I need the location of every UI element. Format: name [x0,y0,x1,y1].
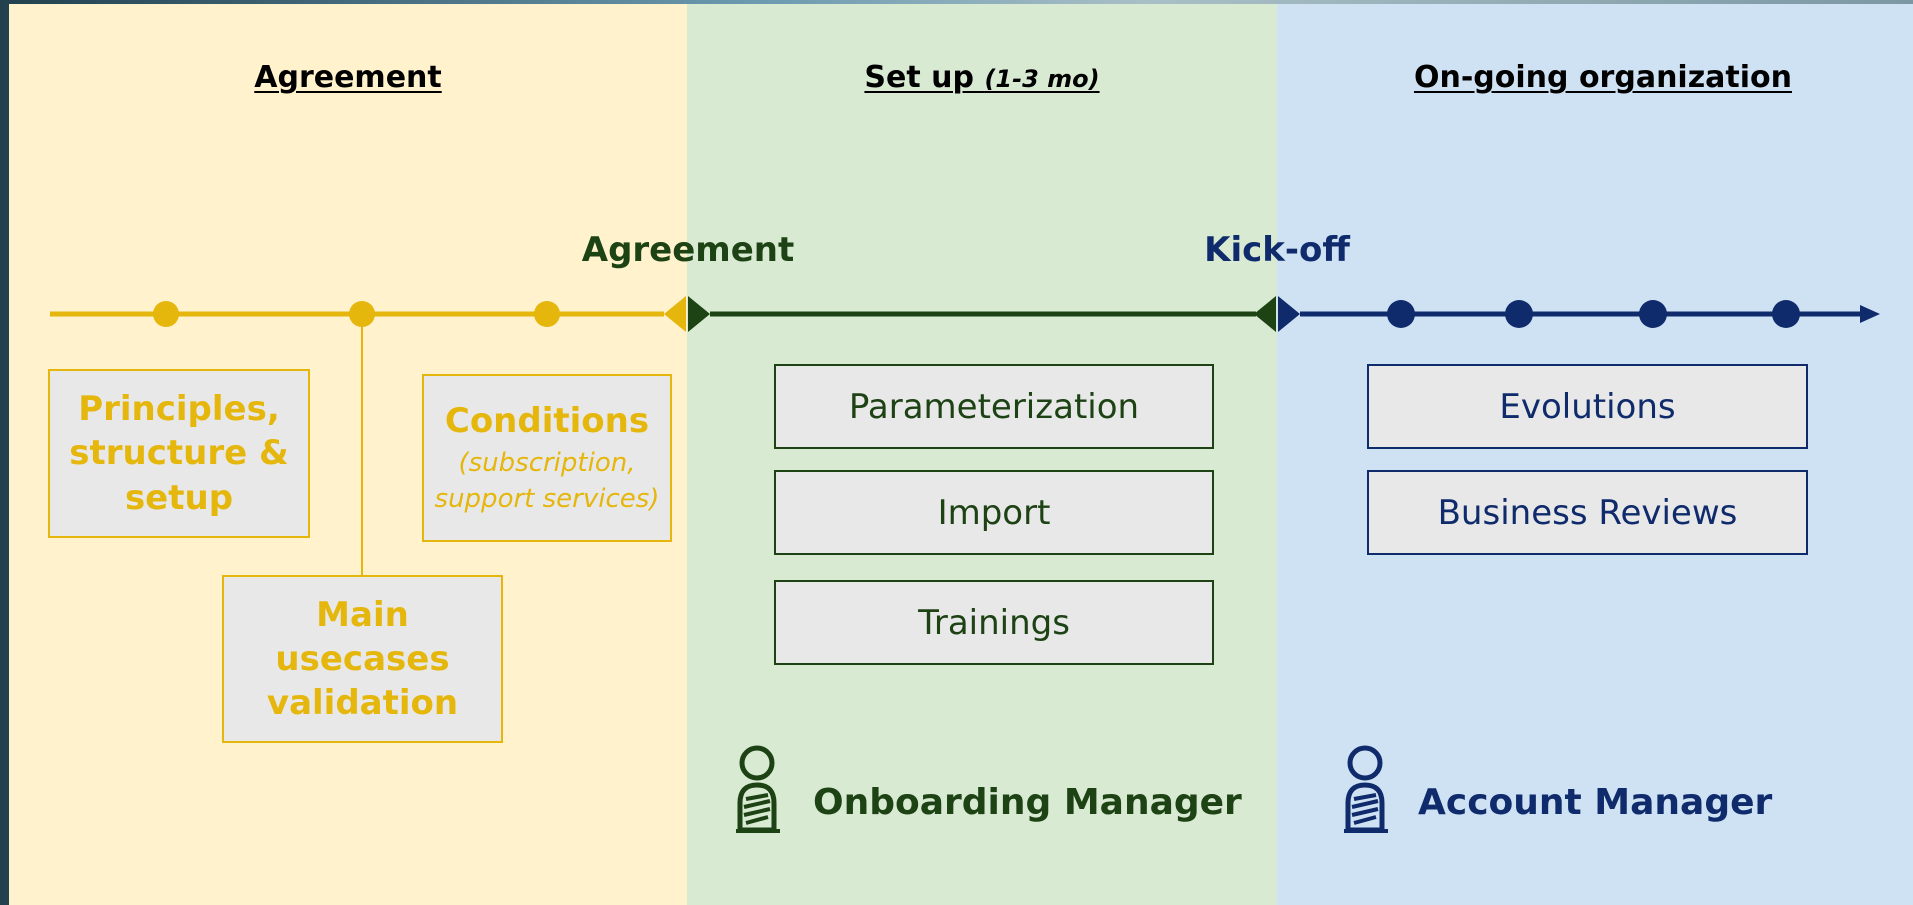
account-manager-label: Account Manager [1418,782,1773,823]
conditions-note-line: (subscription, [458,447,636,478]
milestone-diamond-icon [1254,296,1276,332]
person-icon [736,745,780,833]
conditions-box-text: Conditions (subscription, support servic… [435,399,660,518]
conditions-note-line: support services) [434,484,660,515]
trainings-box: Trainings [774,580,1214,665]
milestone-diamond-icon [664,296,686,332]
parameterization-box: Parameterization [774,364,1214,449]
evolutions-box: Evolutions [1367,364,1808,449]
principles-structure-setup-box: Principles, structure & setup [48,369,310,538]
conditions-box: Conditions (subscription, support servic… [422,374,672,542]
milestone-diamond-icon [688,296,710,332]
onboarding-manager-label: Onboarding Manager [813,782,1242,823]
kickoff-milestone-label: Kick-off [1204,230,1350,270]
business-reviews-box: Business Reviews [1367,470,1808,555]
timeline-dot [1387,300,1415,328]
principles-line: structure & [69,433,289,474]
principles-line: setup [124,477,234,518]
setup-phase-panel [687,4,1277,905]
import-box: Import [774,470,1214,555]
timeline-dot [1772,300,1800,328]
main-usecases-validation-box: Main usecases validation [222,575,503,743]
person-icon [1344,745,1388,833]
principles-line: Principles, [78,389,280,430]
principles-box-text: Principles, structure & setup [69,387,288,520]
setup-phase-duration: (1-3 mo) [984,65,1100,93]
arrow-head-icon [1860,305,1880,323]
milestone-diamond-icon [1278,296,1300,332]
timeline-dot [153,301,179,327]
ongoing-phase-panel [1277,4,1913,905]
timeline-dot [1505,300,1533,328]
agreement-milestone-label: Agreement [581,230,795,270]
timeline-dot [1639,300,1667,328]
agreement-phase-title: Agreement [254,60,442,95]
setup-phase-title: Set up (1-3 mo) [864,60,1099,95]
usecases-line: validation [266,683,459,724]
usecases-line: usecases [275,638,450,679]
setup-phase-title-text: Set up [864,60,974,95]
timeline-dot [534,301,560,327]
usecases-box-text: Main usecases validation [267,593,458,726]
conditions-title: Conditions [444,400,650,441]
usecases-line: Main [316,594,409,635]
ongoing-phase-title: On-going organization [1413,60,1793,95]
